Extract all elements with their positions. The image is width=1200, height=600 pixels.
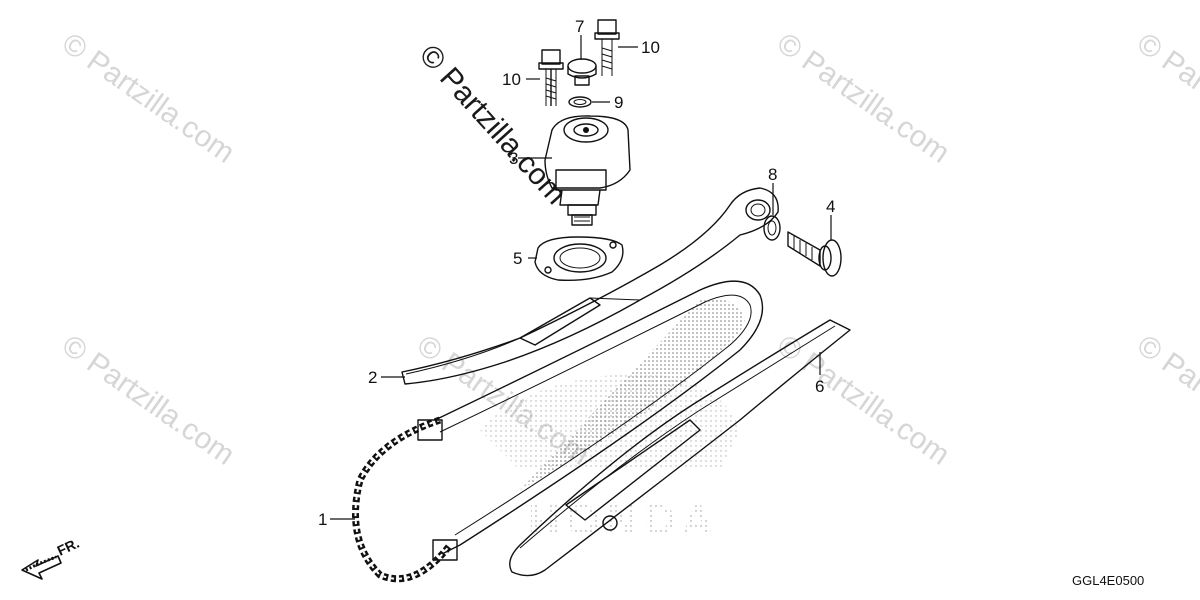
callout-1: 1: [318, 510, 327, 529]
washer-9: [568, 96, 592, 108]
watermark-mr: © Partzilla.com: [771, 329, 956, 472]
pivot-bolt-4: [787, 231, 842, 277]
sealing-bolt-7: [567, 58, 597, 86]
direction-label: FR.: [55, 535, 82, 559]
watermark-tl: © Partzilla.com: [56, 27, 241, 170]
watermark-far-mr: © Partzilla.com: [1131, 329, 1200, 472]
brand-mark-text: HONDA: [528, 496, 719, 545]
callout-5: 5: [513, 249, 522, 268]
washer-8: [763, 215, 781, 241]
callout-10-left: 10: [502, 70, 521, 89]
tensioner-lifter-3: [544, 115, 631, 226]
callout-3: 3: [509, 149, 518, 168]
callout-7: 7: [575, 17, 584, 36]
callouts: 1 2 3 4 5 6 7 8 9 10 10: [318, 17, 835, 529]
watermark-ml: © Partzilla.com: [56, 329, 241, 472]
callout-9: 9: [614, 93, 623, 112]
gasket-5: [534, 236, 624, 282]
diagram-code: GGL4E0500: [1072, 573, 1144, 588]
chain-guide-6: [509, 319, 851, 577]
tensioner-slipper-2: [401, 187, 779, 385]
callout-2: 2: [368, 368, 377, 387]
bolt-10-right: [594, 19, 620, 76]
watermark-tr: © Partzilla.com: [771, 27, 956, 170]
callout-4: 4: [826, 197, 835, 216]
leader-lines: [330, 35, 832, 520]
callout-6: 6: [815, 377, 824, 396]
bolt-10-left: [538, 49, 564, 106]
cam-chain-1: [352, 280, 764, 583]
callout-10-right: 10: [641, 38, 660, 57]
callout-8: 8: [768, 165, 777, 184]
watermark-far-r: © Partzilla.com: [1131, 27, 1200, 170]
front-direction-arrow: FR.: [21, 535, 82, 580]
